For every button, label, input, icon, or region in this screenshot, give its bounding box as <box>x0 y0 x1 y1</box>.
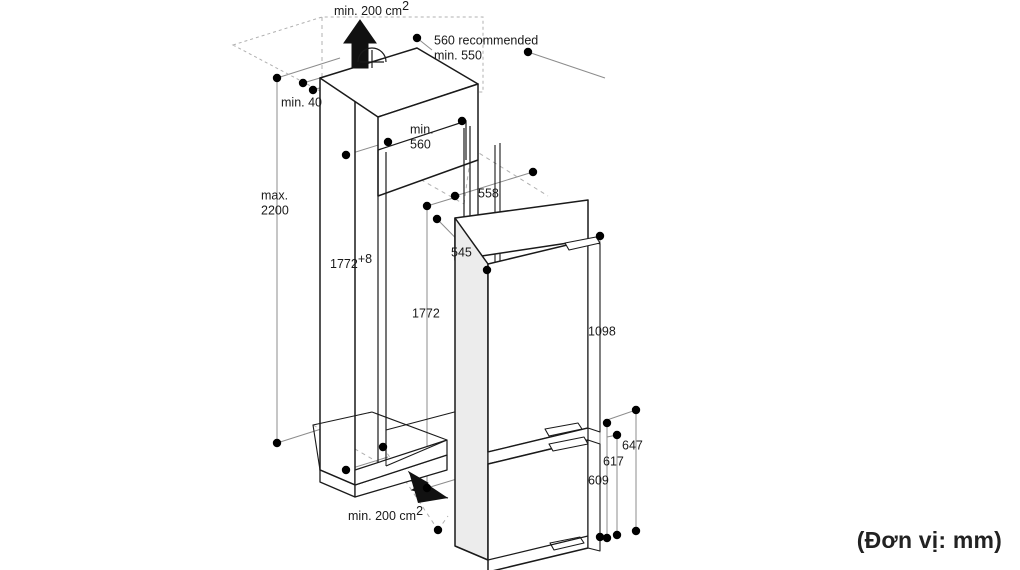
label-max-height-2: 2200 <box>261 203 289 217</box>
label-niche-height-tolerance: 1772+8 <box>330 252 372 271</box>
label-max-height-1: max. <box>261 188 288 202</box>
cabinet-niche <box>312 47 501 498</box>
label-side-clearance: min. 40 <box>281 95 322 109</box>
appliance-fridge-freezer <box>454 199 601 570</box>
dimension-point-markers <box>272 33 641 543</box>
label-appliance-width: 545 <box>451 245 472 259</box>
vent-arrow-top <box>343 19 377 69</box>
label-vent-top: min. 200 cm2 <box>334 0 409 18</box>
label-niche-width-recommended: 560 recommended <box>434 33 538 47</box>
vent-fan-symbol <box>357 47 387 68</box>
label-freezer-outer: 647 <box>622 438 643 452</box>
label-fridge-door-height: 1098 <box>588 324 616 338</box>
label-freezer-inner: 609 <box>588 473 609 487</box>
label-appliance-height: 1772 <box>412 306 440 320</box>
label-niche-depth-min-1: min. <box>410 122 434 136</box>
label-freezer-mid: 617 <box>603 454 624 468</box>
label-appliance-depth: 558 <box>478 186 499 200</box>
label-niche-width-min: min. 550 <box>434 48 482 62</box>
dimension-text-group: min. 200 cm2 560 recommended min. 550 mi… <box>261 0 643 523</box>
label-vent-bottom: min. 200 cm2 <box>348 504 423 523</box>
label-niche-depth-min-2: 560 <box>410 137 431 151</box>
unit-note: (Đơn vị: mm) <box>856 527 1002 553</box>
